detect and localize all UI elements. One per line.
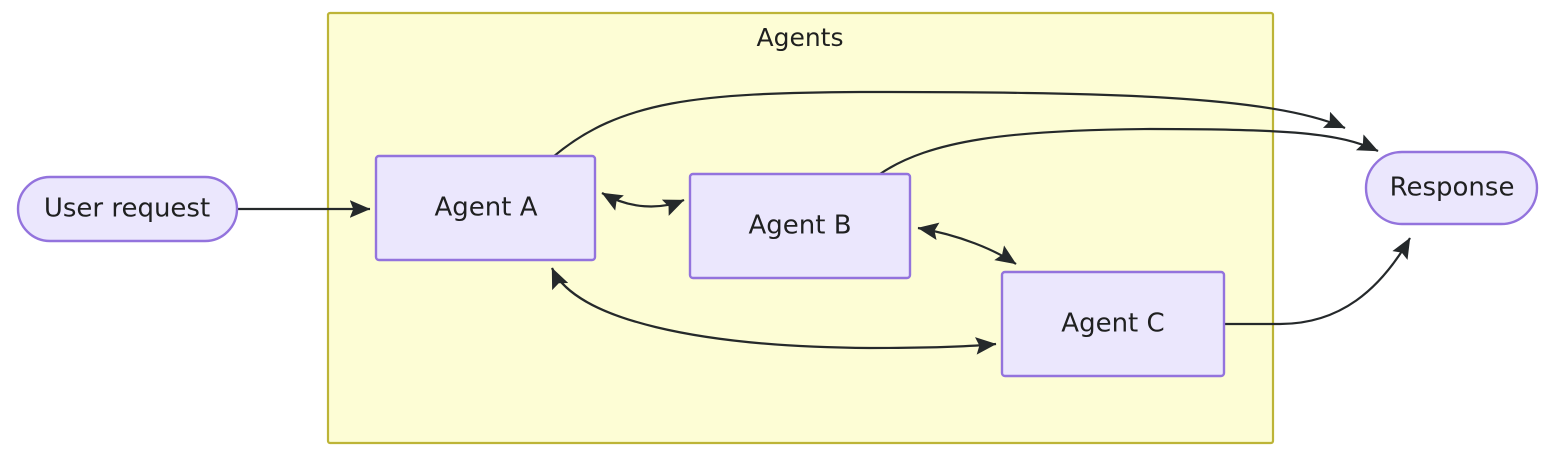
node-agent-c[interactable]: Agent C: [1000, 270, 1226, 378]
node-user-request[interactable]: User request: [16, 175, 239, 243]
node-agent-b[interactable]: Agent B: [688, 172, 912, 280]
node-user-request-shape: [16, 175, 239, 243]
node-response-shape: [1364, 150, 1539, 226]
node-agent-a-shape: [374, 154, 597, 262]
node-agent-b-shape: [688, 172, 912, 280]
edge-agent-a-to-agent-c[interactable]: [550, 267, 997, 355]
edge-agent-b-to-response[interactable]: [879, 127, 1379, 175]
edge-layer: [238, 90, 1411, 355]
node-response[interactable]: Response: [1364, 150, 1539, 226]
edge-agent-b-to-agent-c[interactable]: [917, 222, 1017, 265]
edge-agent-a-to-response[interactable]: [552, 90, 1346, 158]
node-agent-c-shape: [1000, 270, 1226, 378]
edge-agent-c-to-response[interactable]: [1224, 237, 1411, 326]
edge-agent-a-to-agent-b[interactable]: [601, 192, 685, 216]
node-agent-a[interactable]: Agent A: [374, 154, 597, 262]
